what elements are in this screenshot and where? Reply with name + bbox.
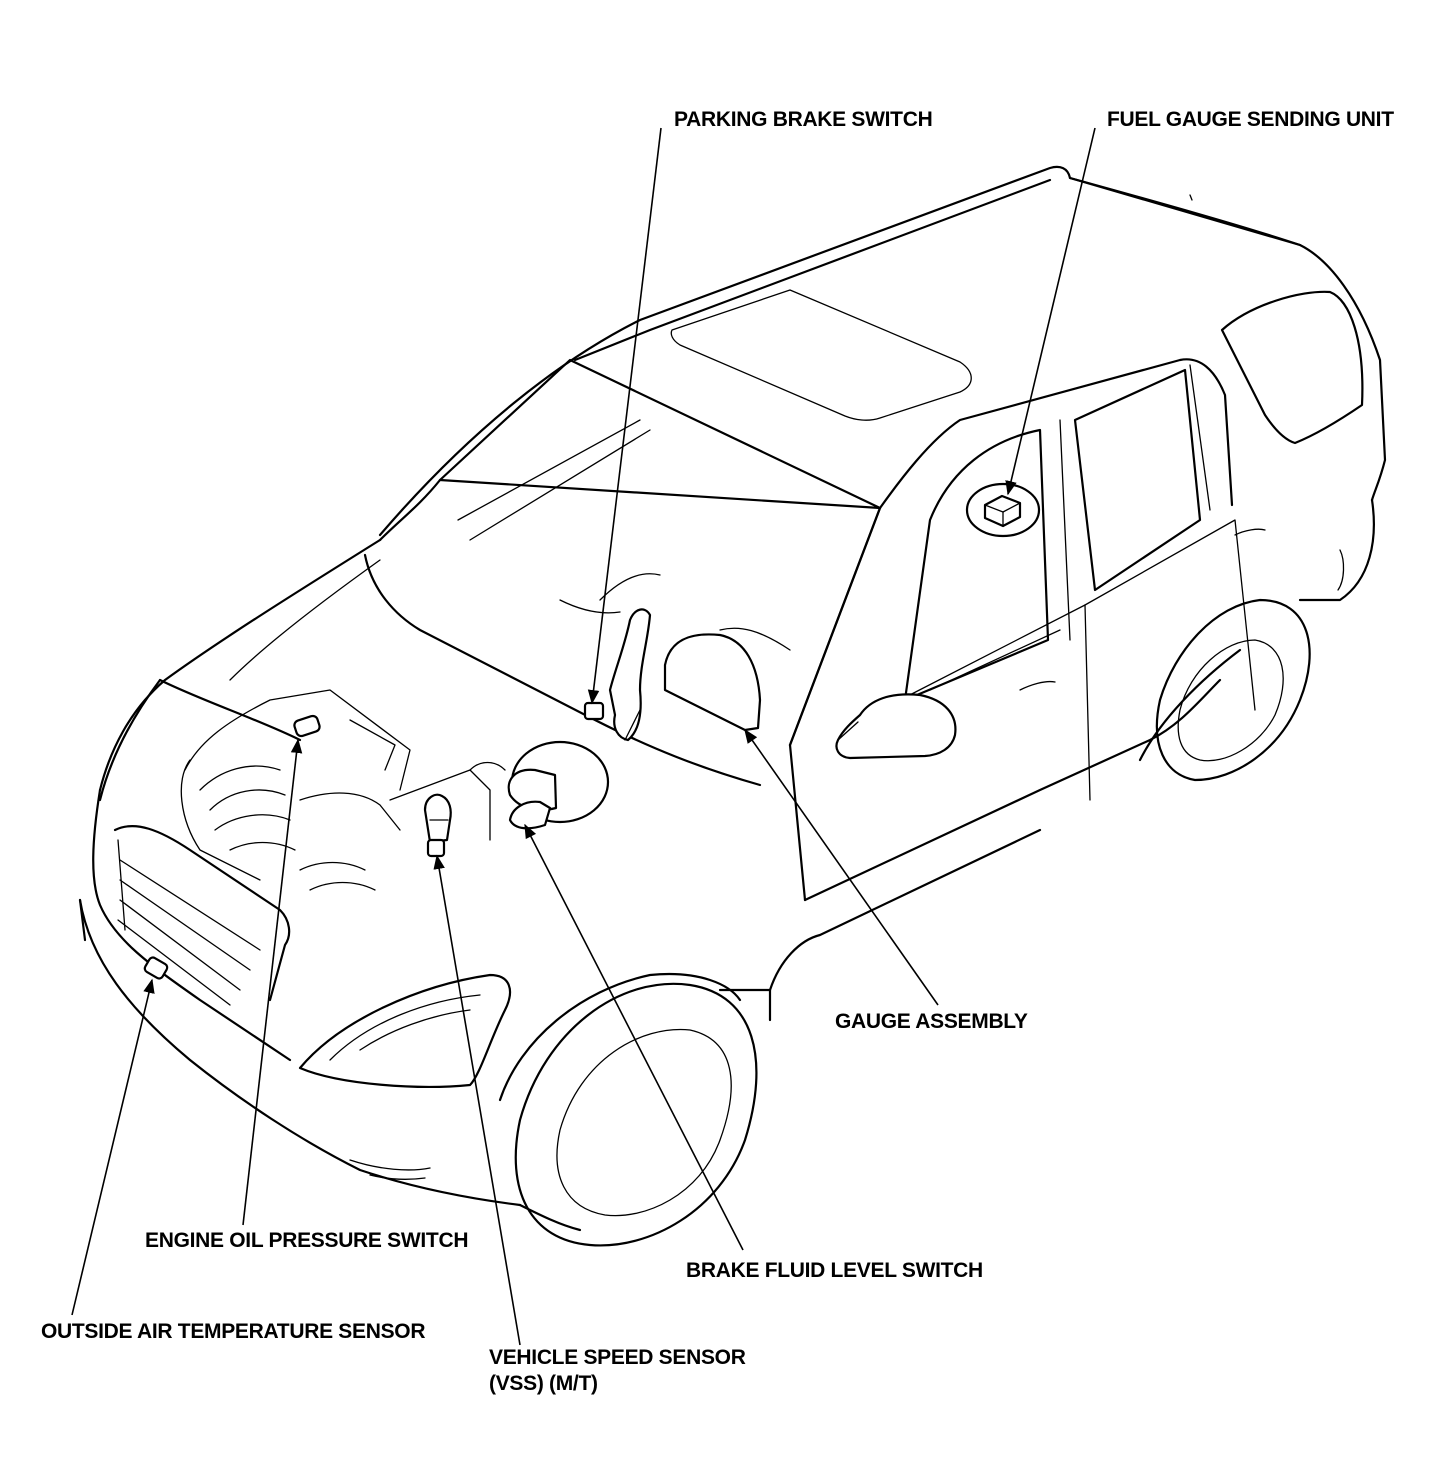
engine-oil-pressure-switch-component bbox=[293, 714, 321, 738]
leader-lines bbox=[71, 127, 1096, 1346]
leader-parking-brake-switch bbox=[587, 127, 662, 705]
leader-vehicle-speed-sensor bbox=[433, 854, 521, 1346]
leader-brake-fluid-level-switch bbox=[524, 823, 744, 1251]
label-brake-fluid-level-switch: BRAKE FLUID LEVEL SWITCH bbox=[686, 1259, 983, 1282]
label-engine-oil-pressure-switch: ENGINE OIL PRESSURE SWITCH bbox=[145, 1229, 468, 1252]
vehicle-speed-sensor-component bbox=[423, 793, 452, 858]
outside-air-temperature-sensor-component bbox=[143, 956, 169, 980]
gauge-assembly-component bbox=[663, 633, 762, 732]
label-vehicle-speed-sensor-line1: VEHICLE SPEED SENSOR bbox=[489, 1346, 746, 1369]
label-parking-brake-switch: PARKING BRAKE SWITCH bbox=[674, 108, 932, 131]
leader-engine-oil-pressure-switch bbox=[242, 738, 303, 1226]
leader-outside-air-temperature-sensor bbox=[71, 978, 155, 1316]
label-fuel-gauge-sending-unit: FUEL GAUGE SENDING UNIT bbox=[1107, 108, 1394, 131]
leader-fuel-gauge-sending-unit bbox=[1005, 127, 1096, 496]
leader-gauge-assembly bbox=[744, 728, 939, 1006]
label-vehicle-speed-sensor-line2: (VSS) (M/T) bbox=[489, 1372, 598, 1395]
brake-fluid-reservoir-component bbox=[507, 740, 610, 830]
label-outside-air-temperature-sensor: OUTSIDE AIR TEMPERATURE SENSOR bbox=[41, 1320, 425, 1343]
callout-labels: PARKING BRAKE SWITCH FUEL GAUGE SENDING … bbox=[41, 108, 1395, 1395]
vehicle-outline bbox=[78, 165, 1387, 1247]
fuel-gauge-sending-unit-component bbox=[965, 482, 1041, 538]
label-gauge-assembly: GAUGE ASSEMBLY bbox=[835, 1010, 1028, 1033]
parking-brake-switch-component bbox=[583, 608, 652, 742]
